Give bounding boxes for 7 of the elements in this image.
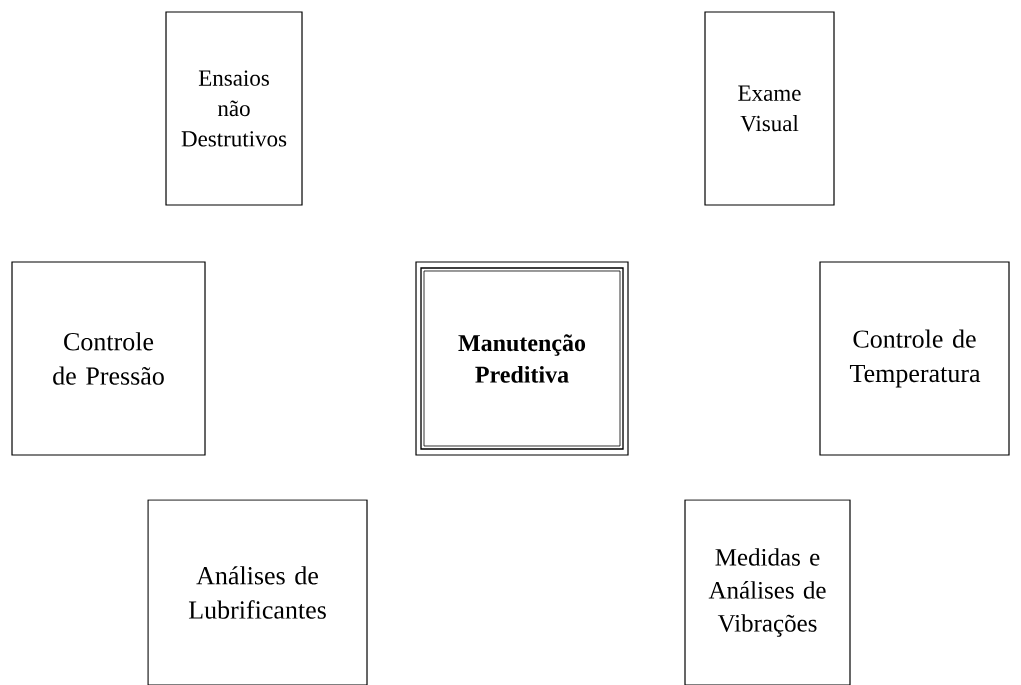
central-box: Manutenção Preditiva (415, 261, 629, 456)
process-box: Exame Visual (704, 11, 835, 206)
process-box: Análises de Lubrificantes (147, 499, 368, 685)
process-box: Medidas e Análises de Vibrações (684, 499, 851, 685)
process-box: Controle de Pressão (11, 261, 206, 456)
process-box: Ensaios não Destrutivos (165, 11, 303, 206)
process-box: Controle de Temperatura (819, 261, 1010, 456)
